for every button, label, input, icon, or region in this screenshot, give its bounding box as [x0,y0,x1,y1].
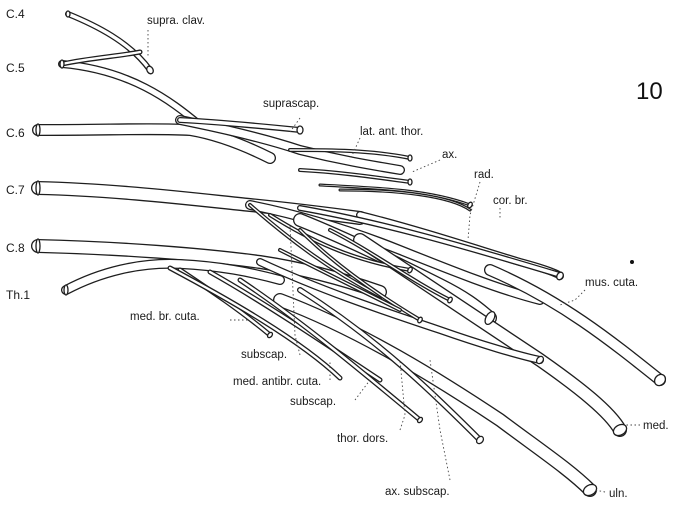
end-med-br-cuta [266,331,274,339]
root-c7 [31,181,367,225]
end-med [612,423,628,437]
lead-suprascap [289,117,301,133]
root-c4 [65,11,153,73]
label-uln: uln. [609,488,628,500]
end-lateral-cord [556,271,564,281]
label-suprascap: suprascap. [263,98,320,110]
figure-number: 10 [636,78,663,105]
mus-cuta-nerve [297,205,563,278]
root-label-c7: C.7 [6,183,25,197]
end-c5 [59,59,65,69]
end-crossing-c [417,316,423,324]
end-rad [484,310,496,326]
end-suprascap [296,125,304,135]
label-med-antibr-cuta: med. antibr. cuta. [233,376,322,388]
lead-uln [594,489,606,493]
end-th1 [63,284,69,296]
end-c4-top [65,10,71,18]
mus-cuta-distal [484,264,666,386]
crossing-strand-c [298,228,422,322]
lead-lat-ant-thor [349,137,361,161]
end-c7 [35,180,41,196]
label-subscap-upper: subscap. [241,349,288,361]
med-antibr-cuta-nerve [167,265,343,381]
root-label-th1: Th.1 [6,288,31,302]
end-ax-subscap [475,435,485,445]
root-c5-loop [59,49,143,67]
root-label-c8: C.8 [6,241,25,255]
lead-thor-dors [399,359,406,431]
root-label-c5: C.5 [6,61,25,75]
root-label-c4: C.4 [6,7,25,21]
lead-subscap-upper [289,224,301,356]
crossing-strand-e [278,248,402,312]
root-label-c6: C.6 [6,126,25,140]
end-c4 [146,65,154,75]
end-uln [582,483,598,497]
crossing-strand-d [328,228,452,302]
label-med-br-cuta: med. br. cuta. [130,311,200,323]
rad-branch-upper [318,183,472,207]
label-thor-dors: thor. dors. [337,433,389,445]
root-c6 [32,123,276,164]
lead-ax [411,159,441,173]
label-leader-lines [147,30,640,493]
thor-dors-nerve [237,277,423,423]
ax-subscap-nerve [297,287,483,443]
end-lat-ant-thor [407,154,413,162]
end-thor-dors [416,416,424,424]
ax-nerve [298,168,412,184]
end-c8 [35,238,41,254]
root-th1 [61,258,285,295]
lat-ant-thor-nerve [288,148,412,160]
lead-subscap-lower [354,379,371,401]
crossing-strand-a [248,203,382,298]
nerve-trunks [31,11,666,497]
ink-dot [630,260,634,264]
nerve-cut-ends [35,10,667,497]
end-crossing-d [447,296,453,304]
label-subscap-lower: subscap. [290,396,337,408]
lead-mus-cuta [559,289,586,306]
label-med: med. [643,420,669,432]
end-lower-trunk [535,355,545,365]
end-c6 [35,123,41,137]
label-ax-subscap: ax. subscap. [385,486,450,498]
label-rad: rad. [474,169,494,181]
subscap-nerve-lower [207,269,383,383]
end-mus-cuta [653,373,667,387]
label-supra-clav: supra. clav. [147,15,205,27]
end-rad-upper [467,201,473,209]
suprascap-nerve [177,117,303,133]
end-crossing-b [407,266,413,274]
cor-br-branch [338,188,472,212]
label-lat-ant-thor: lat. ant. thor. [360,126,424,138]
label-ax: ax. [442,149,458,161]
end-ax [407,178,413,186]
root-c5 [58,60,204,129]
label-mus-cuta: mus. cuta. [585,277,639,289]
lower-trunk [256,258,544,364]
uln-nerve [273,293,597,497]
label-cor-br: cor. br. [493,195,528,207]
lead-ax-subscap [429,359,451,481]
